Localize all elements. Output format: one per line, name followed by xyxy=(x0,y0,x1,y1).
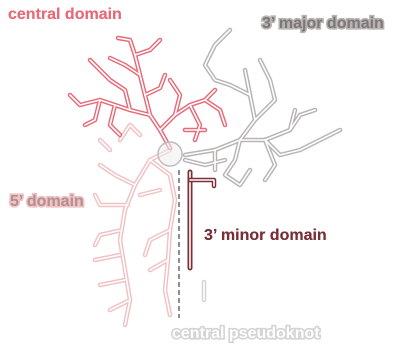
central-pseudoknot-marker xyxy=(158,142,182,166)
central-domain-structure xyxy=(70,38,225,148)
three-prime-major-domain-structure xyxy=(185,30,340,185)
three-prime-minor-domain-structure xyxy=(190,172,214,268)
